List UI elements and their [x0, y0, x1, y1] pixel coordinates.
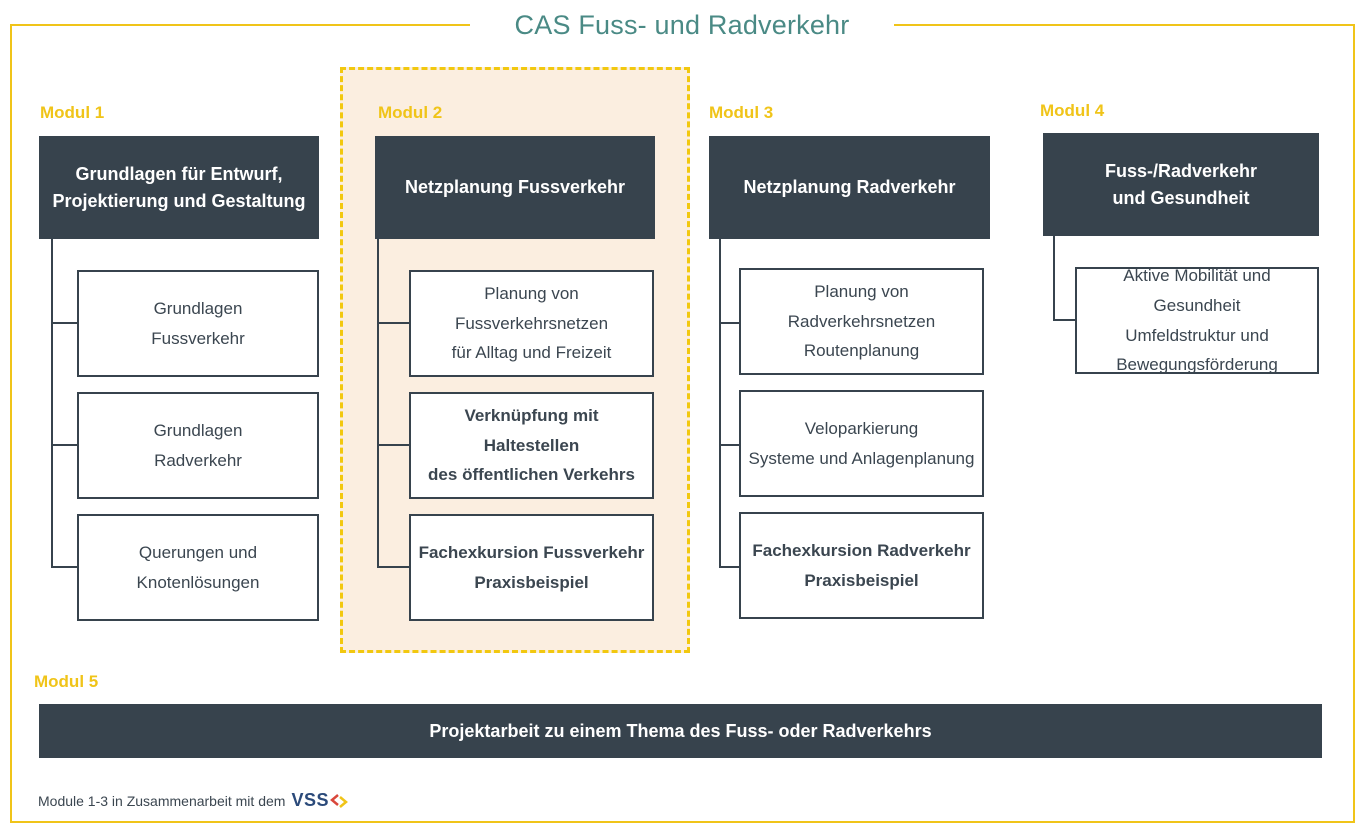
connector-branch	[51, 444, 78, 446]
modul-5-label: Modul 5	[34, 672, 99, 691]
connector-branch	[719, 444, 740, 446]
vss-logo: VSS	[291, 790, 348, 811]
modul-1-label: Modul 1	[40, 103, 105, 122]
connector-branch	[51, 322, 78, 324]
footnote: Module 1-3 in Zusammenarbeit mit dem VSS	[38, 790, 348, 811]
connector-branch	[377, 322, 410, 324]
modul-1-item: Grundlagen Radverkehr	[77, 392, 319, 499]
footnote-text: Module 1-3 in Zusammenarbeit mit dem	[38, 792, 286, 809]
vss-logo-text: VSS	[291, 790, 329, 810]
modul-3-header: Netzplanung Radverkehr	[709, 136, 990, 239]
connector-branch	[719, 566, 740, 568]
modul-4-label: Modul 4	[1040, 101, 1105, 120]
modul-3-label: Modul 3	[709, 103, 774, 122]
modul-3-item: Planung von Radverkehrsnetzen Routenplan…	[739, 268, 984, 375]
modul-4-header: Fuss-/Radverkehr und Gesundheit	[1043, 133, 1319, 236]
modul-1-item: Grundlagen Fussverkehr	[77, 270, 319, 377]
title-container: CAS Fuss- und Radverkehr	[470, 6, 894, 44]
modul-2-item: Planung von Fussverkehrsnetzen für Allta…	[409, 270, 654, 377]
modul-1-header: Grundlagen für Entwurf, Projektierung un…	[39, 136, 319, 239]
modul-3-item: Veloparkierung Systeme und Anlagenplanun…	[739, 390, 984, 497]
connector-branch	[719, 322, 740, 324]
modul-2-label: Modul 2	[378, 103, 443, 122]
connector-branch	[377, 444, 410, 446]
modul-5-bar: Projektarbeit zu einem Thema des Fuss- o…	[39, 704, 1322, 758]
page-title: CAS Fuss- und Radverkehr	[514, 9, 850, 40]
connector-branch	[1053, 319, 1076, 321]
modul-4-item: Aktive Mobilität und Gesundheit Umfeldst…	[1075, 266, 1319, 374]
modul-3-item: Fachexkursion Radverkehr Praxisbeispiel	[739, 512, 984, 619]
modul-4-connector	[1053, 236, 1055, 321]
modul-2-connector	[377, 238, 379, 567]
connector-branch	[51, 566, 78, 568]
modul-3-connector	[719, 238, 721, 567]
vss-logo-icon	[330, 794, 348, 809]
modul-2-item: Fachexkursion Fussverkehr Praxisbeispiel	[409, 514, 654, 621]
modul-1-item: Querungen und Knotenlösungen	[77, 514, 319, 621]
modul-2-item: Verknüpfung mit Haltestellen des öffentl…	[409, 392, 654, 499]
modul-1-connector	[51, 238, 53, 567]
connector-branch	[377, 566, 410, 568]
modul-2-header: Netzplanung Fussverkehr	[375, 136, 655, 239]
